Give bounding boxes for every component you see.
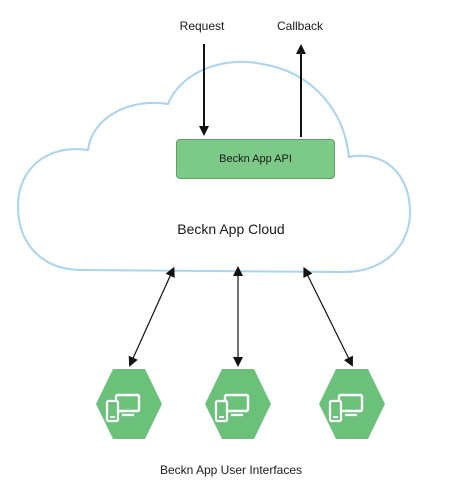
api-box: Beckn App API (176, 139, 335, 179)
api-label: Beckn App API (219, 153, 292, 165)
user-interfaces-label: Beckn App User Interfaces (159, 463, 303, 477)
request-label: Request (179, 19, 225, 33)
connector-left (128, 266, 175, 367)
device-hexagon-icon (205, 369, 271, 439)
device-hexagon-icon (96, 369, 162, 439)
callback-label: Callback (276, 19, 324, 33)
cloud-label: Beckn App Cloud (177, 221, 285, 237)
connector-right (303, 266, 353, 367)
device-hexagon-icon (319, 369, 385, 439)
